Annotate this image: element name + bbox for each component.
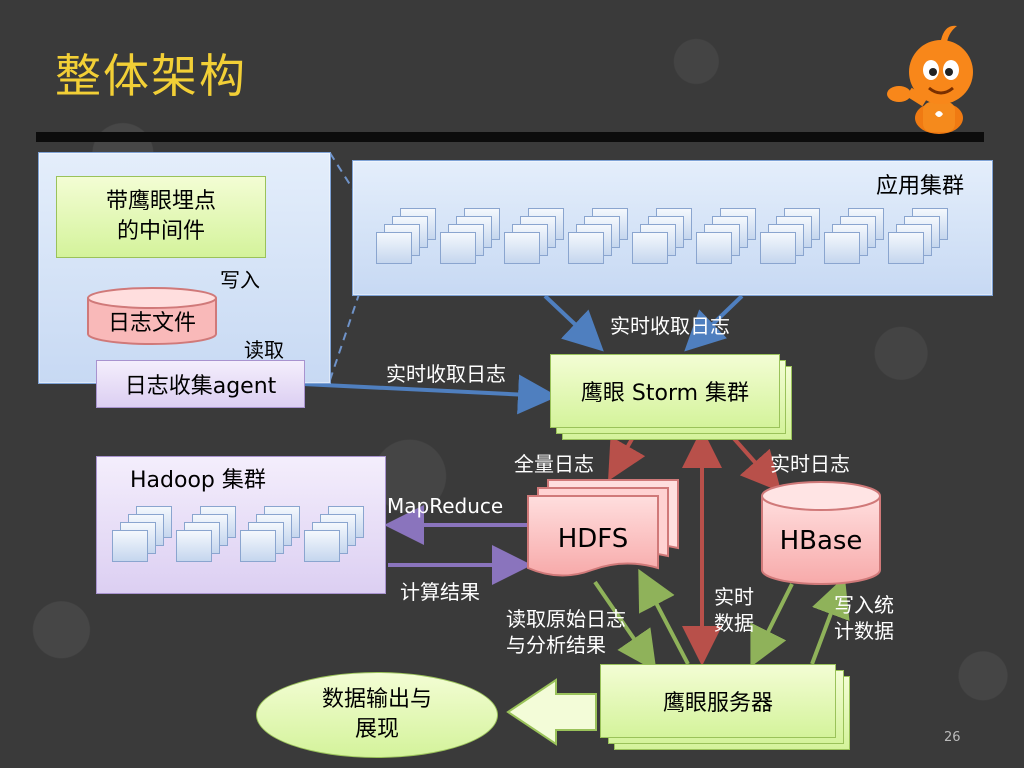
hdfs-document-stack: [527, 479, 679, 577]
hadoop-server-icon: [304, 530, 340, 562]
arrow-server-to-hbase: [810, 576, 850, 665]
page-number: 26: [944, 730, 961, 745]
app-server-icon: [568, 232, 604, 264]
arrow-server-to-output: [506, 678, 597, 746]
app-server-icon: [888, 232, 924, 264]
app-server-icon: [632, 232, 668, 264]
hdfs-label: HDFS: [557, 524, 629, 554]
hadoop-server-icon: [240, 530, 276, 562]
yingyan-server-box: 鹰眼服务器: [600, 664, 836, 738]
label-write: 写入: [220, 268, 260, 292]
arrow-agent-to-storm: [302, 374, 558, 415]
arrow-hdfs-to-server: [593, 580, 657, 672]
title-divider: [36, 132, 984, 142]
label-read-raw: 读取原始日志 与分析结果: [506, 607, 626, 657]
label-realtime-collect-left: 实时收取日志: [386, 362, 506, 386]
hbase-label: HBase: [779, 526, 863, 556]
middleware-box: 带鹰眼埋点 的中间件: [56, 176, 266, 258]
label-read: 读取: [244, 338, 284, 362]
label-realtime-collect-top: 实时收取日志: [610, 314, 730, 338]
app-server-icon: [504, 232, 540, 264]
label-compute-result: 计算结果: [400, 580, 480, 604]
taobao-mascot-icon: [887, 25, 973, 134]
app-cluster-label: 应用集群: [876, 174, 965, 199]
hadoop-cluster-label: Hadoop 集群: [130, 468, 266, 493]
data-output-ellipse: 数据输出与 展现: [256, 672, 498, 758]
label-full-log: 全量日志: [514, 452, 594, 476]
page-title: 整体架构: [55, 49, 247, 103]
app-server-icon: [696, 232, 732, 264]
hadoop-server-icon: [112, 530, 148, 562]
log-file-cylinder: [87, 287, 217, 345]
arrow-app-to-storm-1: [543, 294, 604, 352]
hadoop-server-icon: [176, 530, 212, 562]
arrow-app-to-storm-2: [684, 294, 744, 352]
storm-cluster-box: 鹰眼 Storm 集群: [550, 354, 780, 428]
label-write-stats: 写入统 计数据: [834, 593, 894, 643]
agent-box: 日志收集agent: [96, 360, 305, 408]
arrow-server-to-hdfs: [638, 568, 690, 665]
app-server-icon: [376, 232, 412, 264]
app-server-icon: [824, 232, 860, 264]
app-server-icon: [760, 232, 796, 264]
hbase-cylinder: [761, 481, 881, 585]
app-server-icon: [440, 232, 476, 264]
arrow-hbase-to-server: [750, 583, 794, 668]
label-realtime-log: 实时日志: [770, 452, 850, 476]
label-mapreduce: MapReduce: [387, 494, 504, 518]
label-realtime-data: 实时 数据: [714, 585, 754, 635]
log-file-label: 日志文件: [107, 311, 196, 336]
